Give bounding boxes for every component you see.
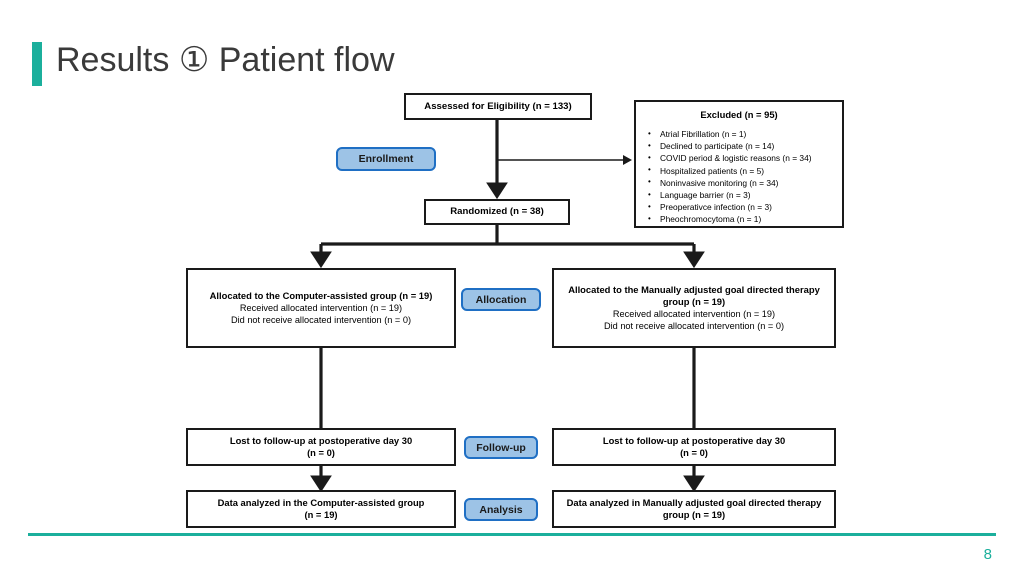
node-analysis-left-line1: (n = 19) [304,509,338,520]
node-excluded: Excluded (n = 95) Atrial Fibrillation (n… [634,100,844,228]
stage-badge-followup: Follow-up [464,436,538,459]
list-item: Preoperativce infection (n = 3) [644,201,834,213]
excluded-reason-list: Atrial Fibrillation (n = 1) Declined to … [644,127,834,226]
node-randomized-label: Randomized (n = 38) [450,206,544,217]
node-alloc-left-line2: Did not receive allocated intervention (… [230,315,412,325]
list-item: Noninvasive monitoring (n = 34) [644,176,834,189]
node-analysis-right-header: Data analyzed in Manually adjusted goal … [566,497,822,520]
node-followup-right-line1: (n = 0) [680,447,708,458]
list-item: Atrial Fibrillation (n = 1) [644,127,834,140]
node-alloc-right-line1: Received allocated intervention (n = 19) [612,309,776,319]
node-excluded-title: Excluded (n = 95) [700,109,778,120]
stage-badge-allocation: Allocation [461,288,541,311]
node-followup-left-line1: (n = 0) [307,447,335,458]
node-followup-left-header: Lost to follow-up at postoperative day 3… [229,435,413,446]
node-alloc-right-header: Allocated to the Manually adjusted goal … [568,284,820,307]
node-allocated-computer-assisted: Allocated to the Computer-assisted group… [186,268,456,348]
node-assessed-label: Assessed for Eligibility (n = 133) [424,100,572,112]
page-title: Results ① Patient flow [56,41,395,79]
list-item: Declined to participate (n = 14) [644,140,834,152]
node-followup-right: Lost to follow-up at postoperative day 3… [552,428,836,466]
footer-rule [28,533,996,536]
stage-badge-enrollment: Enrollment [336,147,436,171]
node-alloc-left-header: Allocated to the Computer-assisted group… [209,290,433,301]
node-analysis-left-header: Data analyzed in the Computer-assisted g… [217,497,425,508]
page-number: 8 [983,546,992,563]
node-followup-left: Lost to follow-up at postoperative day 3… [186,428,456,466]
list-item: Hospitalized patients (n = 5) [644,164,834,177]
node-assessed-for-eligibility: Assessed for Eligibility (n = 133) [404,93,592,120]
node-analysis-right: Data analyzed in Manually adjusted goal … [552,490,836,528]
stage-badge-analysis: Analysis [464,498,538,521]
title-accent-bar [32,42,42,86]
node-randomized: Randomized (n = 38) [424,199,570,225]
list-item: Language barrier (n = 3) [644,189,834,201]
node-followup-right-header: Lost to follow-up at postoperative day 3… [602,435,786,446]
list-item: Pheochromocytoma (n = 1) [644,213,834,225]
node-allocated-manually-adjusted: Allocated to the Manually adjusted goal … [552,268,836,348]
node-alloc-right-line2: Did not receive allocated intervention (… [603,321,785,331]
list-item: COVID period & logistic reasons (n = 34) [644,152,834,164]
node-analysis-left: Data analyzed in the Computer-assisted g… [186,490,456,528]
node-alloc-left-line1: Received allocated intervention (n = 19) [239,303,403,313]
